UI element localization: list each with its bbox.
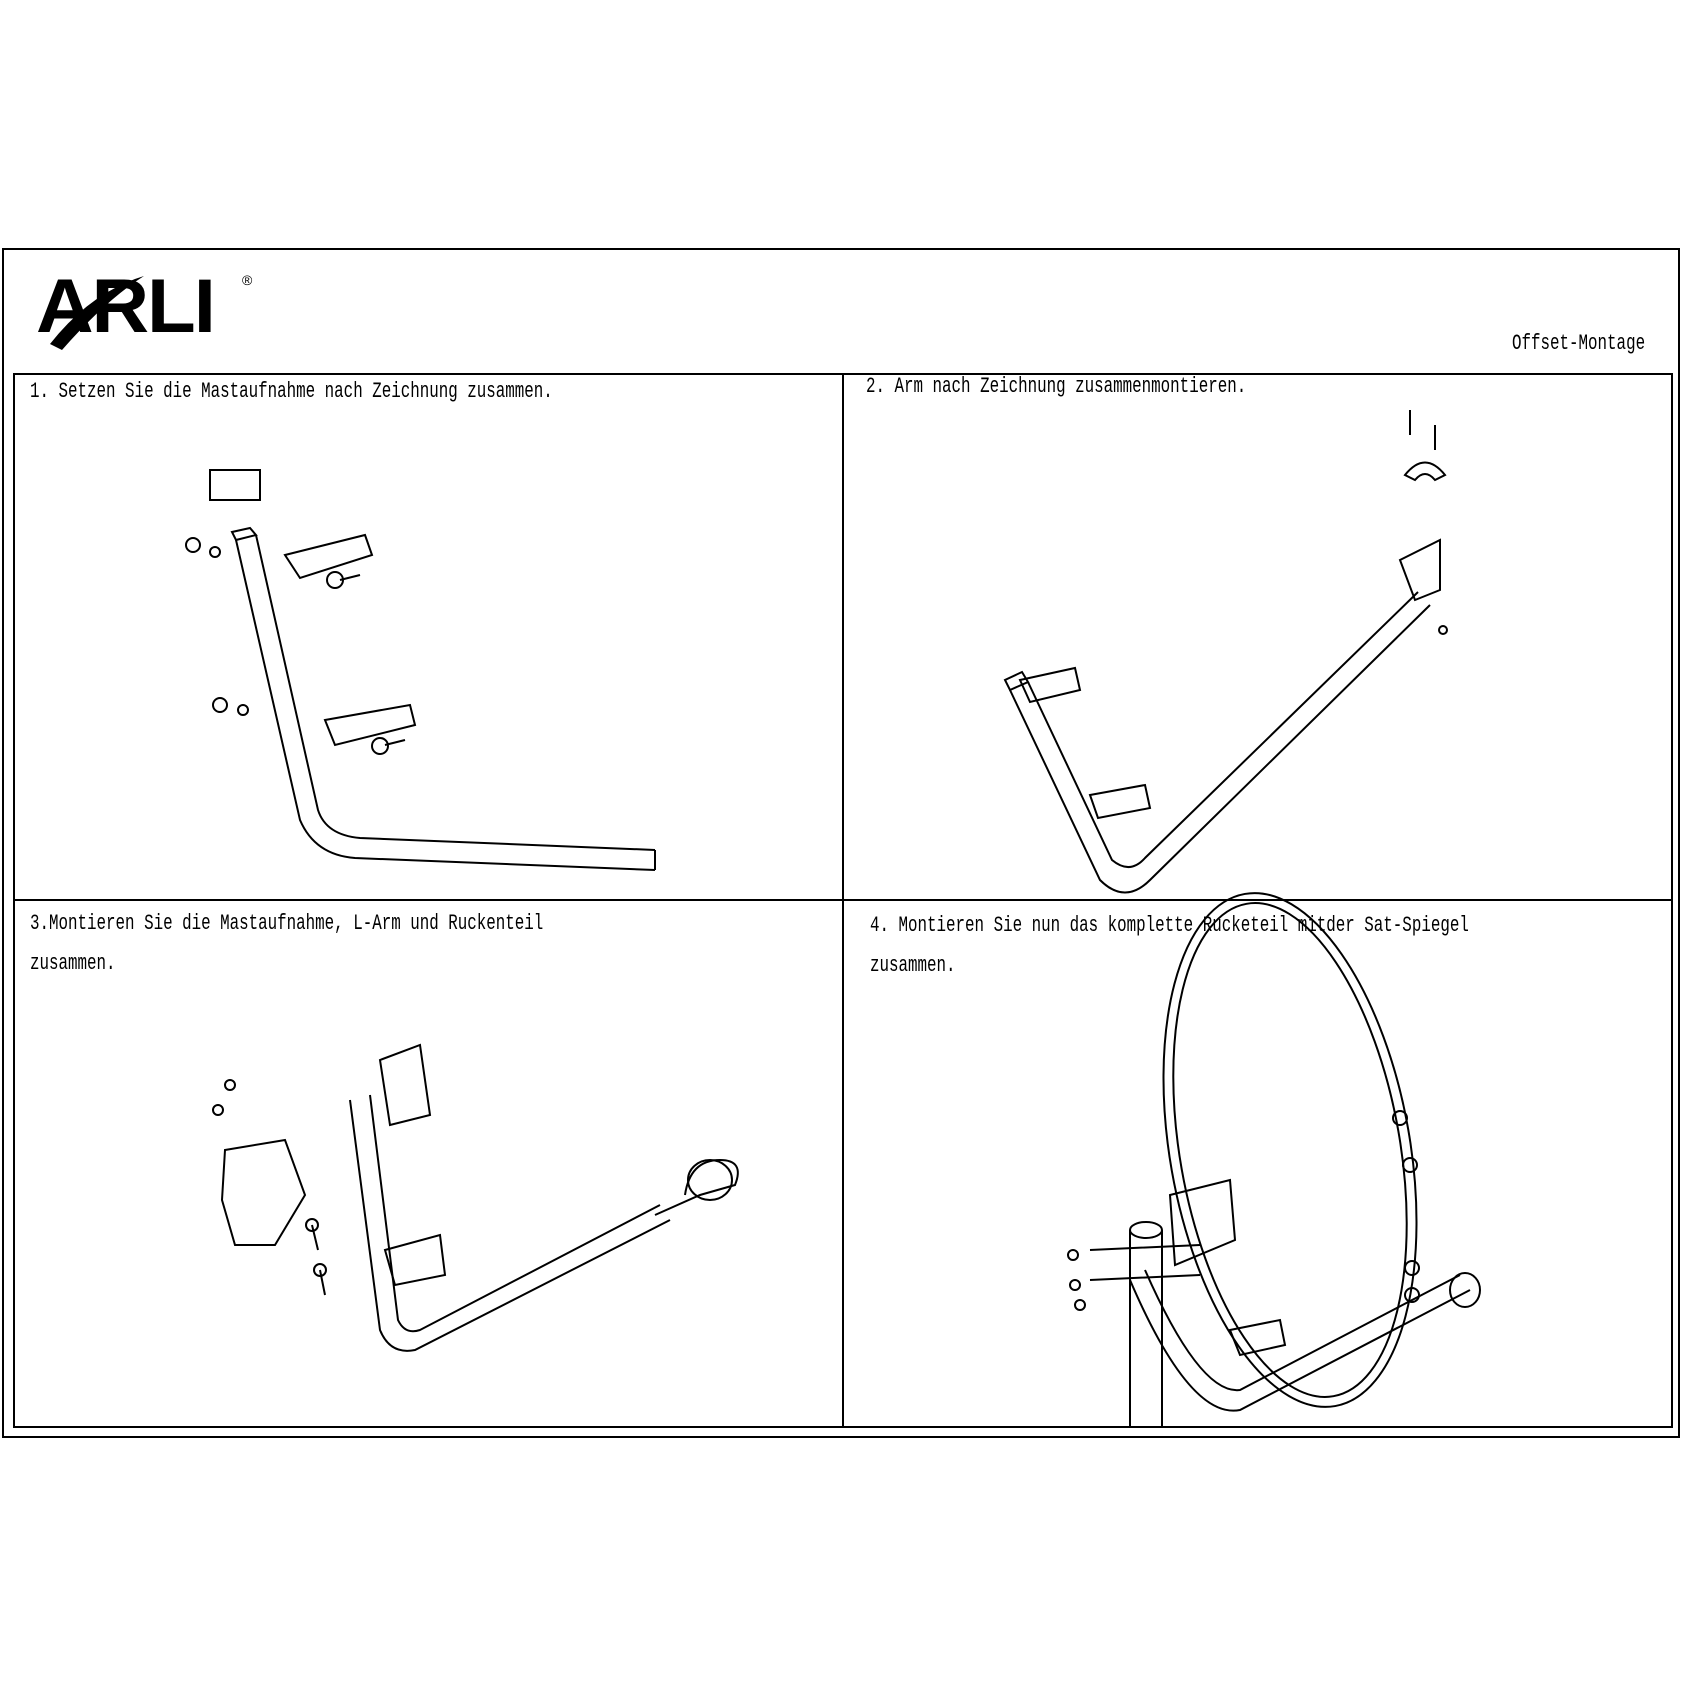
step-3-instruction: 3.Montieren Sie die Mastaufnahme, L-Arm …	[30, 911, 544, 936]
step-1-l-arm-drawing	[185, 469, 656, 871]
logo-swoosh-icon	[50, 276, 144, 350]
document-title: Offset-Montage	[1512, 331, 1646, 356]
step-3-instruction-cont: zusammen.	[30, 951, 116, 976]
step-4-dish-drawing	[1067, 892, 1481, 1428]
page-frame	[2, 248, 1680, 1438]
grid-divider-horizontal	[13, 899, 1673, 901]
step-3-assembly-drawing	[212, 1043, 739, 1352]
step-4-instruction: 4. Montieren Sie nun das komplette Rucke…	[870, 913, 1469, 938]
step-2-arm-drawing	[1003, 410, 1448, 894]
step-4-instruction-cont: zusammen.	[870, 953, 956, 978]
registered-mark: ®	[242, 272, 253, 288]
step-1-instruction: 1. Setzen Sie die Mastaufnahme nach Zeic…	[30, 379, 553, 404]
step-2-instruction: 2. Arm nach Zeichnung zusammenmontieren.	[866, 374, 1247, 399]
arli-logo: ARLI ®	[36, 262, 266, 357]
